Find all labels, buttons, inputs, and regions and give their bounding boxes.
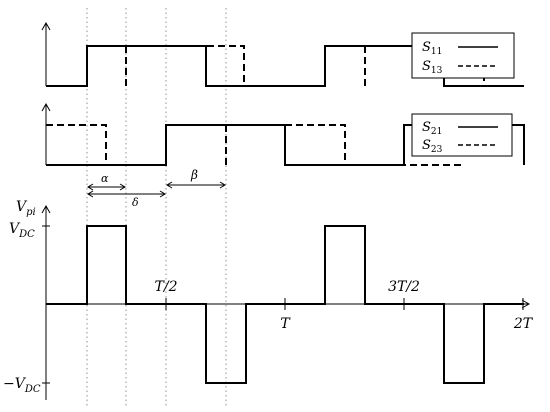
beta-arrow-right xyxy=(219,181,226,189)
guide-lines xyxy=(86,8,227,408)
top-panel: S11 S13 xyxy=(41,21,524,87)
dimension-annotations xyxy=(87,181,226,198)
top-legend: S11 S13 xyxy=(411,32,515,79)
middle-legend-box xyxy=(411,113,513,157)
legend-s11-label: S11 xyxy=(422,40,442,57)
middle-y-arrow xyxy=(41,102,51,112)
x-label-3t-half: 3T/2 xyxy=(388,279,420,295)
alpha-arrow-right xyxy=(119,183,126,191)
top-y-arrow xyxy=(41,21,51,31)
delta-label: δ xyxy=(132,196,139,209)
bottom-y-arrow xyxy=(41,204,51,214)
s13-waveform xyxy=(125,45,245,86)
vdc-label: VDC xyxy=(9,221,35,240)
bottom-panel xyxy=(41,204,531,400)
vpi-waveform xyxy=(46,225,524,384)
bottom-x-arrow xyxy=(521,299,531,309)
neg-vdc-label: −VDC xyxy=(3,376,41,395)
s23-waveform-1 xyxy=(46,124,107,165)
middle-legend: S21 S23 xyxy=(411,113,513,157)
alpha-arrow-left xyxy=(87,183,94,191)
top-legend-box xyxy=(411,32,515,79)
delta-arrow-right xyxy=(159,190,166,198)
s23-waveform-2 xyxy=(225,124,465,166)
beta-label: β xyxy=(190,168,198,182)
x-label-t-half: T/2 xyxy=(155,279,178,295)
legend-s13-label: S13 xyxy=(422,59,443,76)
legend-s21-label: S21 xyxy=(422,120,442,137)
legend-s23-label: S23 xyxy=(422,138,443,155)
delta-arrow-left xyxy=(87,190,94,198)
beta-arrow-left xyxy=(166,181,173,189)
y-axis-label: Vpi xyxy=(16,199,36,218)
alpha-label: α xyxy=(101,172,109,185)
middle-panel: S21 S23 xyxy=(41,102,525,166)
x-label-t: T xyxy=(280,316,291,332)
x-label-2t: 2T xyxy=(513,316,534,332)
